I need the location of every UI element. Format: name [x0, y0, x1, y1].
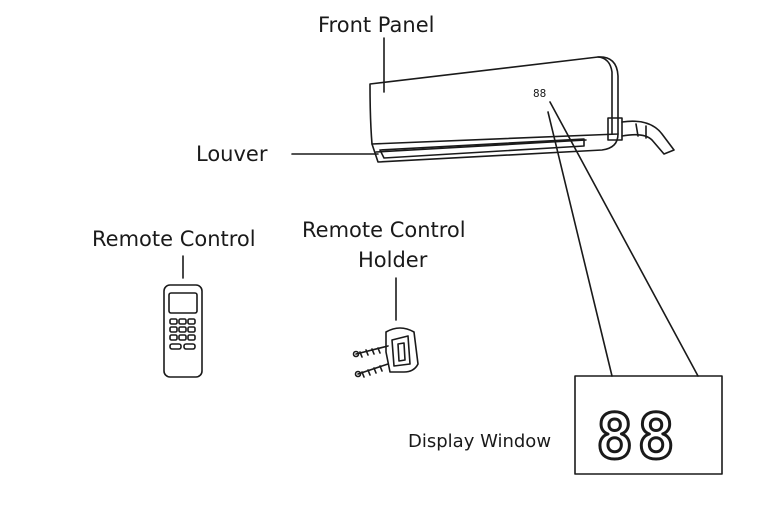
- louver-label: Louver: [196, 142, 268, 166]
- screw-bottom-head: [354, 370, 362, 378]
- remote-control-illustration: [163, 284, 203, 378]
- remote-buttons: [169, 318, 196, 350]
- indoor-unit-illustration: 88: [369, 56, 675, 163]
- side-panel: [597, 56, 613, 135]
- unit-lower-body: [371, 133, 619, 163]
- screw-top-head: [352, 350, 360, 358]
- remote-holder-illustration: [352, 327, 419, 378]
- display-zoom-line-left: [547, 111, 613, 377]
- display-zoom-line-right: [549, 101, 699, 377]
- display-window-box: [574, 375, 723, 475]
- holder-slot: [397, 342, 406, 362]
- holder-body: [385, 327, 419, 373]
- display-window-label: Display Window: [408, 431, 552, 452]
- holder-label-line1: Remote Control: [302, 218, 466, 242]
- pipe-connector: [607, 117, 623, 141]
- louver-edge: [375, 139, 587, 153]
- remote-body: [163, 284, 203, 378]
- holder-label-line2: Holder: [358, 248, 428, 272]
- remote-screen: [168, 292, 198, 314]
- louver-outline: [379, 138, 585, 159]
- unit-display-readout: 88: [533, 87, 546, 100]
- pipe-detail: [635, 123, 647, 139]
- pipe: [621, 120, 675, 155]
- display-window-readout: 88: [596, 400, 679, 473]
- screw-top: [355, 345, 389, 358]
- screw-bottom: [357, 363, 389, 378]
- front-panel-label: Front Panel: [318, 13, 435, 37]
- front-panel-outline: [369, 56, 619, 145]
- holder-clip: [391, 335, 411, 367]
- remote-control-label: Remote Control: [92, 227, 256, 251]
